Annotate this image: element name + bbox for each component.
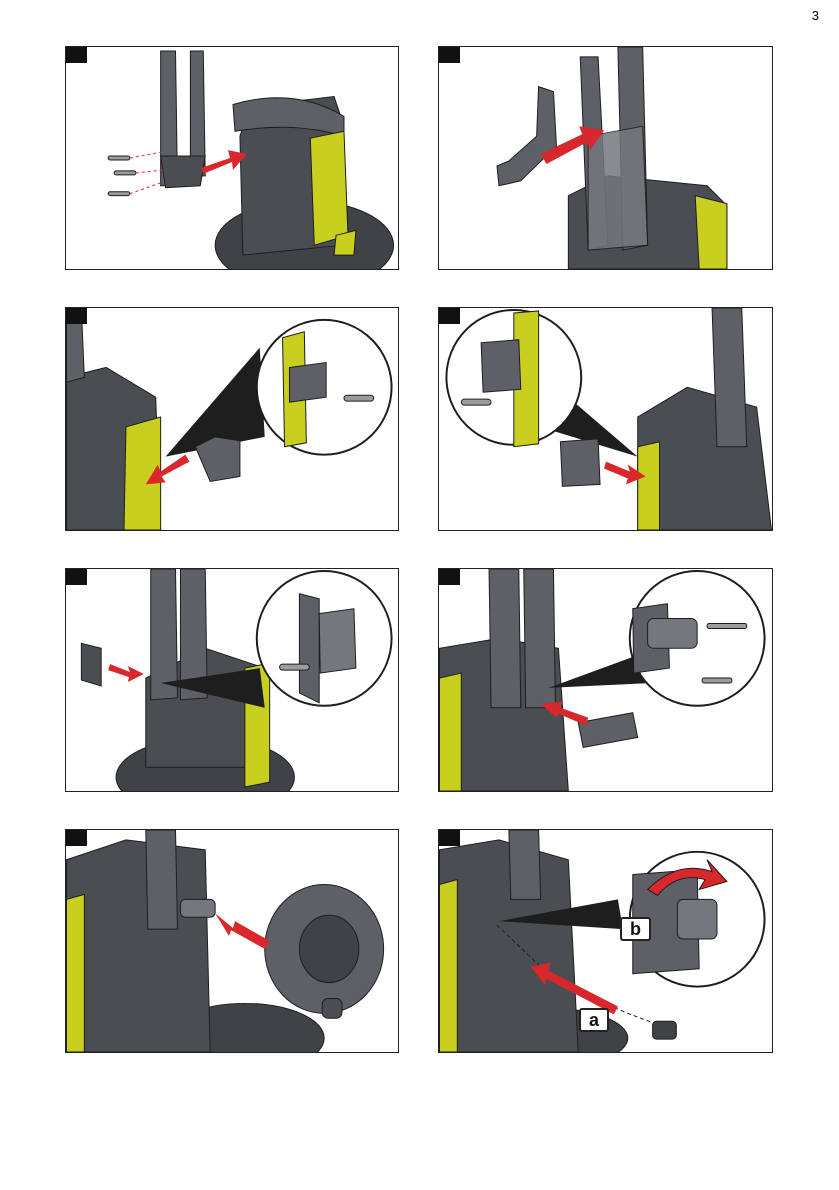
step-number-tab [66, 47, 87, 63]
step-number-tab [439, 569, 460, 585]
attach-hose-reel-mount-icon [439, 569, 772, 791]
step-2-panel [438, 46, 773, 270]
step-1-panel [65, 46, 399, 270]
callout-label-b: b [620, 917, 651, 941]
step-number-tab [66, 308, 87, 324]
attach-handle-with-screws-icon [66, 47, 398, 269]
step-4-panel [438, 307, 773, 531]
step-8-panel: b a [438, 829, 773, 1053]
step-number-tab [439, 47, 460, 63]
callout-label-a: a [579, 1008, 609, 1032]
step-6-panel [438, 568, 773, 792]
page-number: 3 [0, 8, 819, 23]
step-number-tab [439, 830, 460, 846]
step-7-panel [65, 829, 399, 1053]
step-number-tab [66, 569, 87, 585]
mount-hose-reel-icon [66, 830, 398, 1052]
attach-side-clip-right-icon [66, 308, 398, 530]
attach-holder-to-handle-icon [439, 47, 772, 269]
step-number-tab [439, 308, 460, 324]
attach-side-clip-left-icon [439, 308, 772, 530]
attach-front-clip-icon [66, 569, 398, 791]
step-3-panel [65, 307, 399, 531]
step-5-panel [65, 568, 399, 792]
step-number-tab [66, 830, 87, 846]
